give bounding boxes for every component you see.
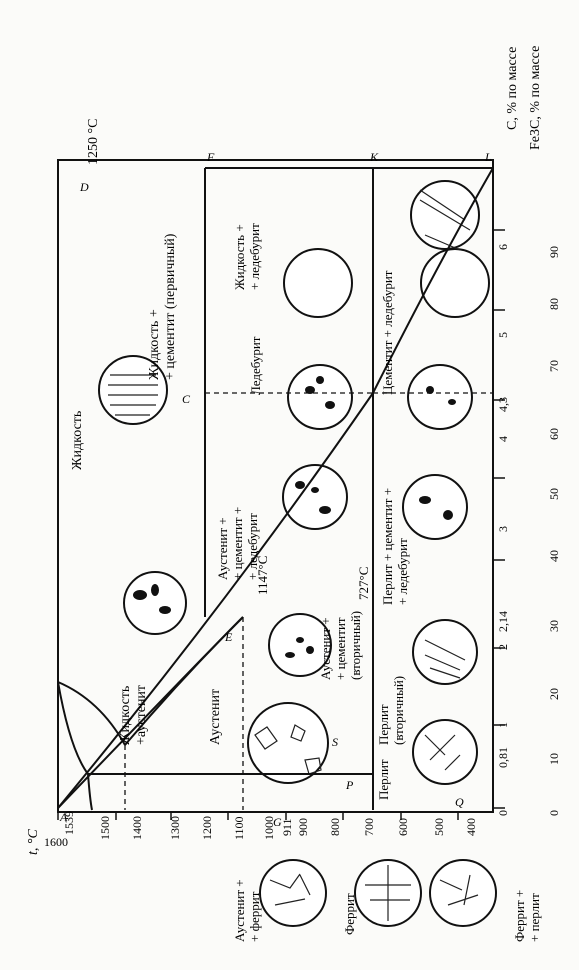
t-500: 500	[432, 818, 446, 836]
point-P: P	[346, 778, 354, 792]
fe3c-10: 10	[547, 753, 561, 765]
c-081: 0,81	[496, 747, 510, 768]
t-911: 911	[280, 818, 294, 836]
side-austenite-ferrite: Аустенит ++ феррит	[232, 879, 262, 942]
region-liquid-ledeburite: Жидкость ++ ледебурит	[232, 223, 262, 290]
c-5: 5	[496, 332, 510, 338]
side-ferrite-pearlite: Феррит ++ перлит	[512, 889, 542, 942]
isotherm-eutectoid: 727°C	[356, 566, 371, 600]
micro-austenite	[247, 702, 329, 784]
fe3c-70: 70	[547, 360, 561, 372]
fe3c-40: 40	[547, 550, 561, 562]
temp-top-label: 1250 °C	[86, 118, 101, 165]
region-liquid-cementite: Жидкость ++ цементит (первичный)	[147, 233, 178, 380]
region-austenite-cementite-ledeburite: Аустенит ++ цементит ++ ледебурит	[215, 506, 260, 580]
c-2: 2	[496, 644, 510, 650]
point-D: D	[80, 180, 89, 194]
t-800: 800	[328, 818, 342, 836]
fe3c-50: 50	[547, 488, 561, 500]
fe3c-axis-title: Fe3C, % по массе	[528, 45, 543, 150]
diagram-lines	[57, 159, 494, 813]
c-1: 1	[496, 722, 510, 728]
micrographs	[98, 180, 497, 927]
c-6: 6	[496, 244, 510, 250]
point-F: F	[207, 150, 215, 164]
t-700: 700	[362, 818, 376, 836]
point-L: L	[485, 150, 492, 164]
micro-austenite-liquid	[123, 571, 187, 635]
t-1539: 1539	[62, 811, 76, 835]
fe3c-30: 30	[547, 620, 561, 632]
fe3c-0: 0	[547, 810, 561, 816]
point-A: A	[60, 810, 68, 824]
point-S: S	[332, 735, 338, 749]
micrograph-texture	[108, 189, 479, 921]
region-pearlite-secondary: Перлит(вторичный)	[376, 675, 406, 745]
c-3: 3	[496, 526, 510, 532]
c-43: 4,3	[496, 397, 510, 412]
point-K: K	[370, 150, 379, 164]
region-liquid: Жидкость	[70, 410, 85, 470]
fe3c-80: 80	[547, 298, 561, 310]
t-1000: 1000	[262, 816, 276, 840]
fe3c-90: 90	[547, 246, 561, 258]
micro-liquid-ledeburite	[283, 248, 353, 318]
c-4: 4	[496, 436, 510, 442]
region-pearlite-cementite-ledeburite: Перлит + цементит ++ ледебурит	[380, 487, 410, 605]
micro-cementite-ledeburite	[407, 364, 473, 430]
micro-side-austenite-ferrite	[259, 859, 327, 927]
carbon-axis-title: C, % по массе	[505, 46, 520, 130]
region-pearlite: Перлит	[376, 759, 391, 800]
region-liquid-austenite: Жидкость+аустенит	[118, 684, 149, 745]
axis-ticks	[57, 229, 505, 820]
side-ferrite: Феррит	[342, 893, 357, 935]
point-G: G	[273, 815, 282, 829]
t-900: 900	[296, 818, 310, 836]
t-400: 400	[464, 818, 478, 836]
micro-pearlite-ledeburite	[402, 474, 468, 540]
c-0: 0	[496, 810, 510, 816]
micro-ledeburite	[287, 364, 353, 430]
micro-austenite-cementite	[268, 613, 332, 677]
region-ledeburite: Ледебурит	[248, 336, 263, 395]
micro-side-ferrite-pearlite	[429, 859, 497, 927]
region-austenite: Аустенит	[208, 688, 223, 745]
t-1600: 1600	[44, 835, 68, 849]
micro-pearlite-secondary	[412, 719, 478, 785]
t-1200: 1200	[200, 816, 214, 840]
c-214: 2,14	[496, 611, 510, 632]
point-C: C	[182, 392, 191, 406]
dashed-guides	[124, 392, 493, 810]
region-austenite-cementite-secondary: Аустенит ++ цементит(вторичный)	[318, 610, 363, 680]
point-E: E	[225, 630, 233, 644]
fe3c-20: 20	[547, 688, 561, 700]
t-1300: 1300	[168, 816, 182, 840]
t-1400: 1400	[130, 816, 144, 840]
t-1500: 1500	[98, 816, 112, 840]
t-1100: 1100	[232, 816, 246, 840]
fe3c-60: 60	[547, 428, 561, 440]
t-600: 600	[396, 818, 410, 836]
point-Q: Q	[455, 795, 464, 809]
micrograph-particles	[133, 376, 456, 658]
micro-liquid-center	[98, 355, 168, 425]
micro-austenite-ledeburite	[282, 464, 348, 530]
temperature-axis-title: t, °C	[26, 829, 41, 855]
region-cementite-ledeburite: Цементит + ледебурит	[380, 270, 395, 396]
micro-pearlite	[412, 619, 478, 685]
